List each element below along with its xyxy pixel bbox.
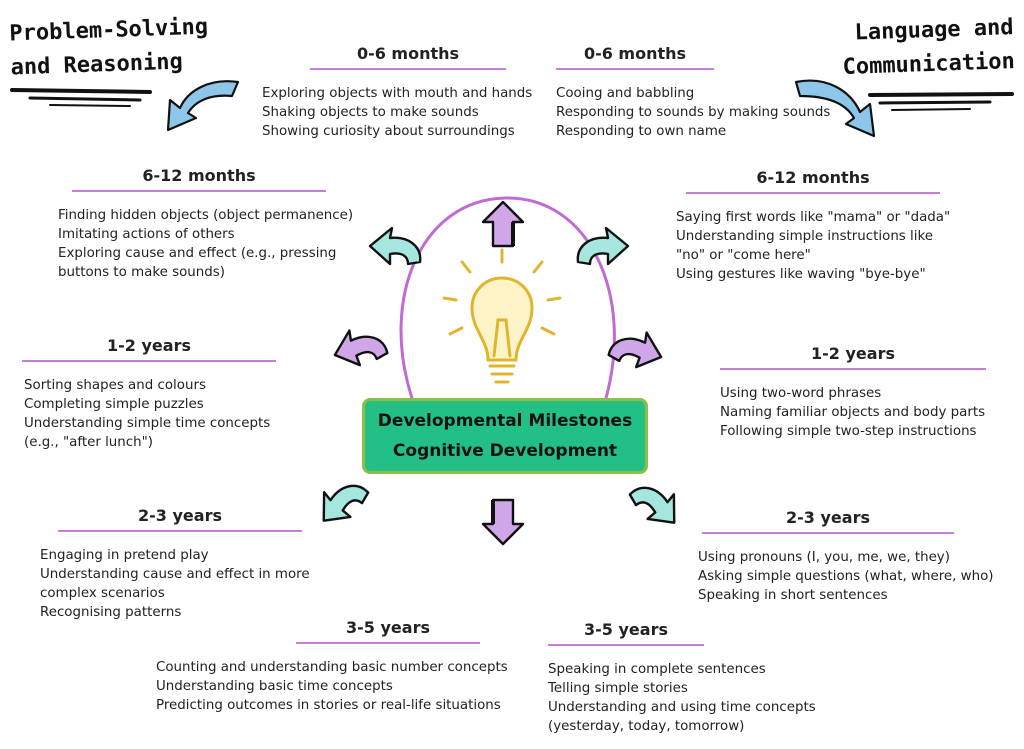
milestone-item: Understanding and using time concepts bbox=[548, 700, 816, 715]
block-arrow-down-icon bbox=[481, 498, 525, 546]
curved-arrow-icon bbox=[576, 226, 630, 266]
right-stage-3-5-years: 3-5 years Speaking in complete sentences… bbox=[548, 620, 816, 736]
milestone-item: (yesterday, today, tomorrow) bbox=[548, 719, 745, 734]
milestone-item: Sorting shapes and colours bbox=[24, 378, 206, 393]
milestone-item: (e.g., "after lunch") bbox=[24, 435, 154, 450]
milestone-item: Telling simple stories bbox=[548, 681, 688, 696]
stage-heading: 2-3 years bbox=[702, 508, 954, 534]
milestone-item: Speaking in complete sentences bbox=[548, 662, 766, 677]
right-title-scribble bbox=[868, 92, 1014, 111]
stage-heading: 1-2 years bbox=[22, 336, 276, 362]
left-corner-arrow-icon bbox=[166, 80, 240, 132]
left-stage-1-2-years: 1-2 years Sorting shapes and colours Com… bbox=[22, 336, 276, 452]
milestone-item: Counting and understanding basic number … bbox=[156, 660, 508, 675]
left-stage-2-3-years: 2-3 years Engaging in pretend play Under… bbox=[40, 506, 310, 622]
milestone-item: complex scenarios bbox=[40, 586, 165, 601]
center-title-box: Developmental Milestones Cognitive Devel… bbox=[362, 398, 648, 474]
milestone-item: Predicting outcomes in stories or real-l… bbox=[156, 698, 501, 713]
left-title-line2: and Reasoning bbox=[10, 49, 184, 81]
center-title-line2: Cognitive Development bbox=[392, 441, 618, 461]
milestone-item: Saying first words like "mama" or "dada" bbox=[676, 210, 951, 225]
milestone-item: Understanding cause and effect in more bbox=[40, 567, 310, 582]
milestone-item: Finding hidden objects (object permanenc… bbox=[58, 208, 354, 223]
right-stage-2-3-years: 2-3 years Using pronouns (I, you, me, we… bbox=[698, 508, 994, 605]
center-title-line1: Developmental Milestones bbox=[377, 411, 633, 431]
block-arrow-up-icon bbox=[481, 200, 525, 248]
right-corner-arrow-icon bbox=[794, 79, 876, 138]
milestone-item: Using two-word phrases bbox=[720, 386, 882, 401]
center-circle bbox=[399, 196, 616, 399]
curved-arrow-icon bbox=[308, 469, 372, 534]
milestone-item: Shaking objects to make sounds bbox=[262, 105, 479, 120]
milestone-item: Responding to own name bbox=[556, 124, 727, 139]
curved-arrow-icon bbox=[626, 471, 690, 536]
milestone-item: Responding to sounds by making sounds bbox=[556, 105, 831, 120]
milestone-item: Imitating actions of others bbox=[58, 227, 235, 242]
milestone-item: Naming familiar objects and body parts bbox=[720, 405, 986, 420]
milestone-item: Following simple two-step instructions bbox=[720, 424, 977, 439]
curved-arrow-icon bbox=[368, 226, 422, 266]
stage-heading: 3-5 years bbox=[548, 620, 704, 646]
left-stage-6-12-months: 6-12 months Finding hidden objects (obje… bbox=[58, 166, 353, 282]
milestone-item: Showing curiosity about surroundings bbox=[262, 124, 515, 139]
stage-heading: 2-3 years bbox=[58, 506, 302, 532]
milestone-item: Engaging in pretend play bbox=[40, 548, 209, 563]
stage-heading: 0-6 months bbox=[556, 44, 714, 70]
milestone-item: Using pronouns (I, you, me, we, they) bbox=[698, 550, 950, 565]
milestone-item: Exploring cause and effect (e.g., pressi… bbox=[58, 246, 337, 261]
milestone-item: Completing simple puzzles bbox=[24, 397, 204, 412]
stage-heading: 1-2 years bbox=[720, 344, 986, 370]
curved-arrow-icon bbox=[327, 319, 390, 374]
milestone-item: Asking simple questions (what, where, wh… bbox=[698, 569, 994, 584]
curved-arrow-icon bbox=[606, 321, 669, 376]
milestone-item: Using gestures like waving "bye-bye" bbox=[676, 267, 926, 282]
left-stage-0-6-months: 0-6 months Exploring objects with mouth … bbox=[262, 44, 532, 141]
lightbulb-icon bbox=[442, 248, 562, 384]
stage-heading: 3-5 years bbox=[296, 618, 480, 644]
stage-heading: 6-12 months bbox=[686, 168, 940, 194]
milestone-item: Recognising patterns bbox=[40, 605, 182, 620]
right-stage-1-2-years: 1-2 years Using two-word phrases Naming … bbox=[720, 344, 986, 441]
right-stage-6-12-months: 6-12 months Saying first words like "mam… bbox=[676, 168, 950, 284]
milestone-item: Exploring objects with mouth and hands bbox=[262, 86, 533, 101]
milestone-item: Understanding simple time concepts bbox=[24, 416, 271, 431]
milestone-item: "no" or "come here" bbox=[676, 248, 811, 263]
milestone-item: buttons to make sounds) bbox=[58, 265, 225, 280]
milestone-item: Understanding basic time concepts bbox=[156, 679, 393, 694]
milestone-item: Understanding simple instructions like bbox=[676, 229, 933, 244]
left-title-scribble bbox=[10, 88, 152, 107]
right-stage-0-6-months: 0-6 months Cooing and babbling Respondin… bbox=[556, 44, 830, 141]
stage-heading: 0-6 months bbox=[310, 44, 506, 70]
milestone-item: Cooing and babbling bbox=[556, 86, 695, 101]
right-category-title: Language and Communication bbox=[841, 11, 1015, 85]
left-category-title: Problem-Solving and Reasoning bbox=[9, 11, 210, 86]
left-stage-3-5-years: 3-5 years Counting and understanding bas… bbox=[156, 618, 508, 715]
right-title-line2: Communication bbox=[842, 48, 1015, 80]
milestone-item: Speaking in short sentences bbox=[698, 588, 888, 603]
stage-heading: 6-12 months bbox=[72, 166, 326, 192]
